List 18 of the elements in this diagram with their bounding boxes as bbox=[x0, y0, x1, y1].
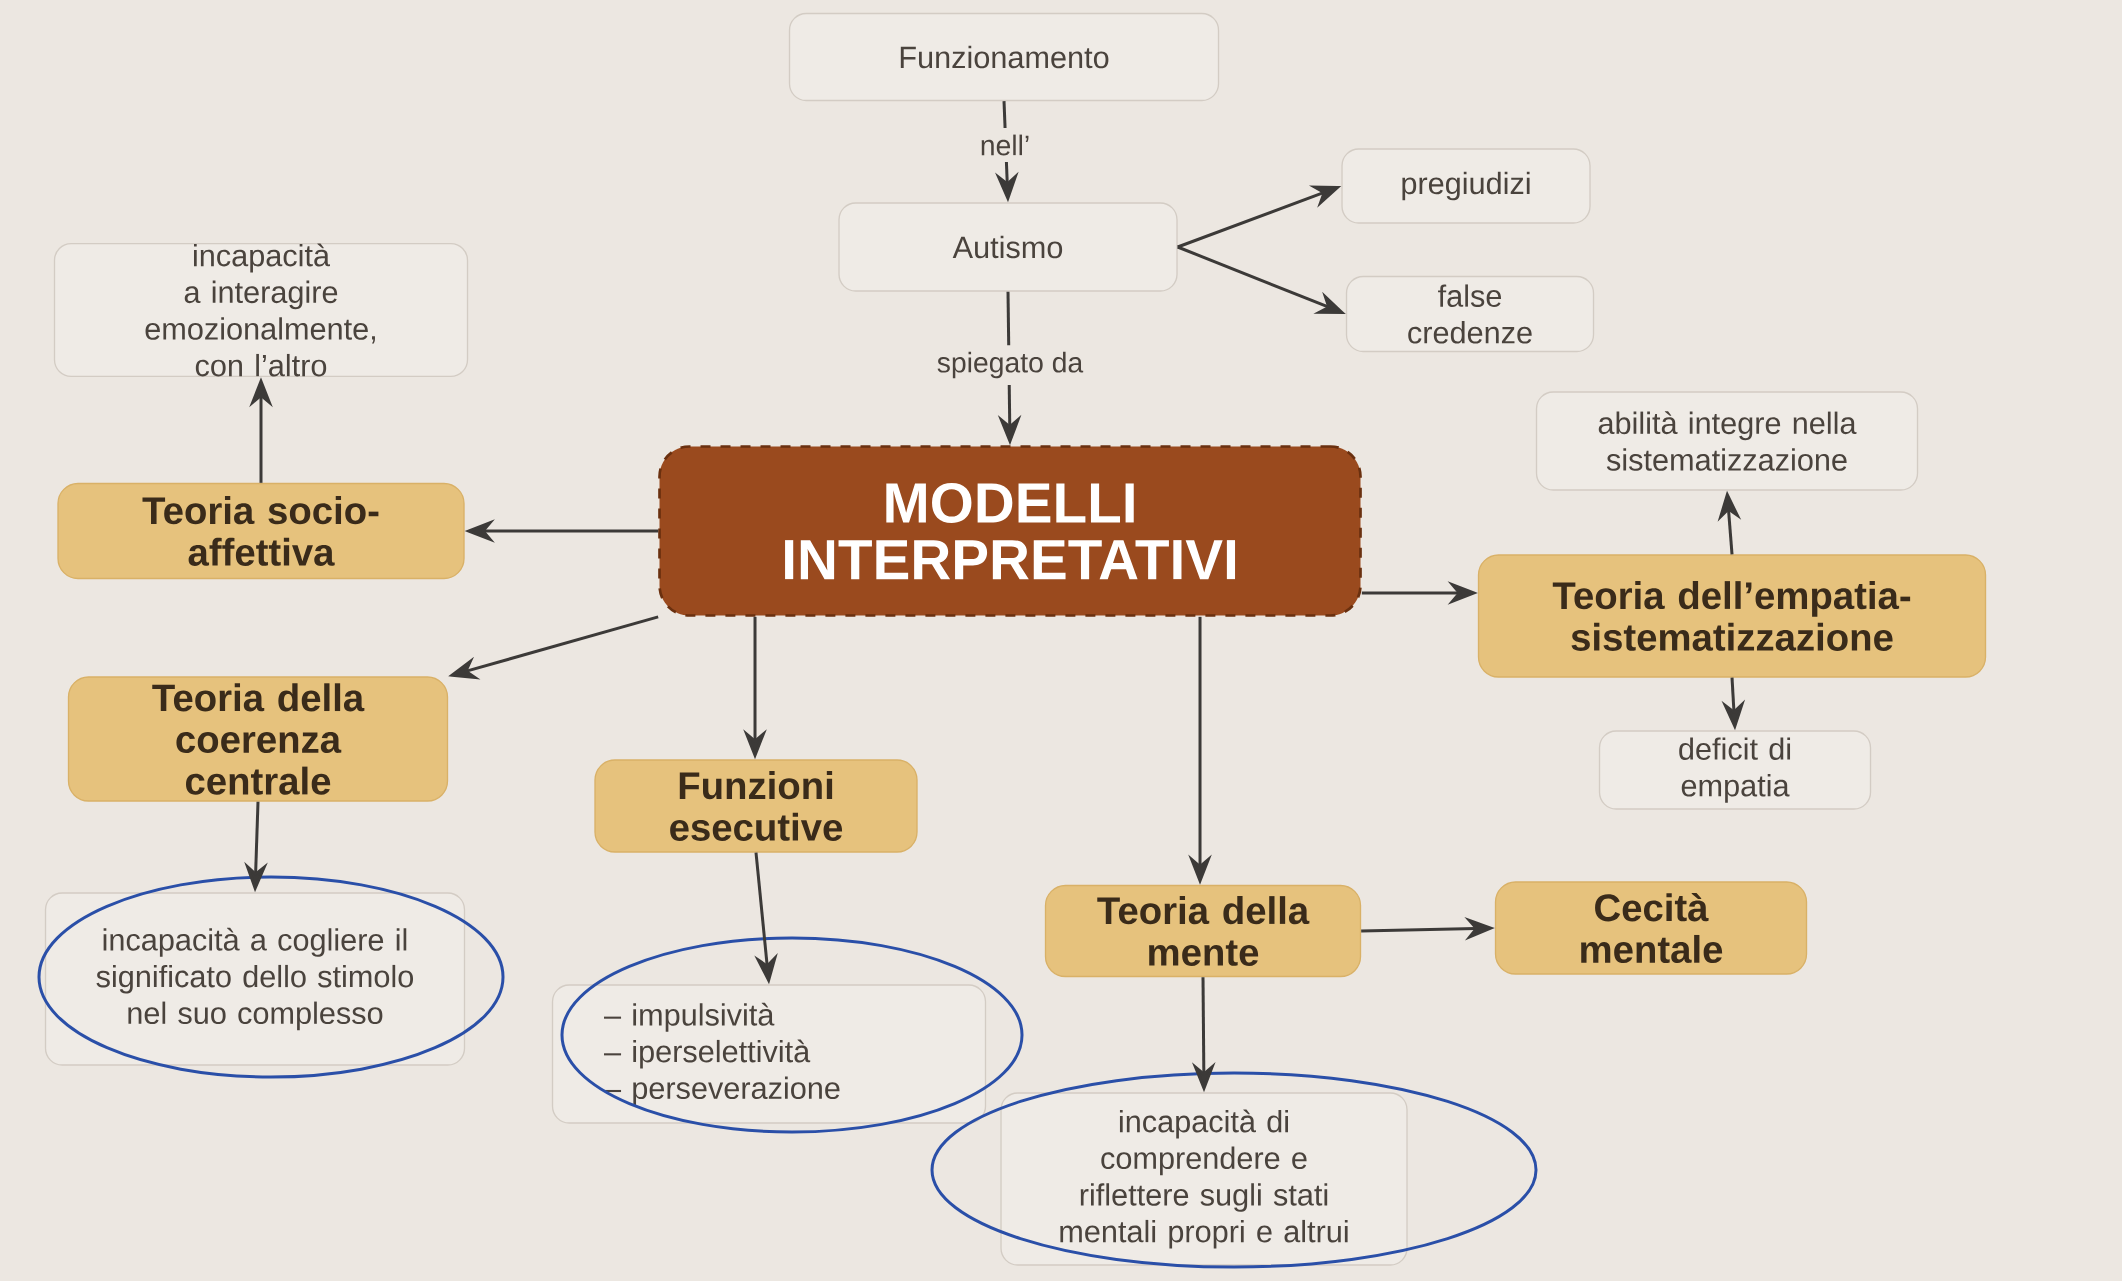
concept-box: Autismo bbox=[838, 202, 1178, 292]
central-box: MODELLI INTERPRETATIVI bbox=[658, 445, 1362, 617]
edge-label: spiegato da bbox=[930, 345, 1090, 385]
concept-box: false credenze bbox=[1345, 275, 1595, 353]
concept-box: abilità integre nella sistematizzazione bbox=[1535, 391, 1919, 491]
concept-box: incapacità a interagire emozionalmente, con l’altro bbox=[53, 242, 469, 378]
theory-box: Teoria dell’empatia-sistematizzazione bbox=[1477, 554, 1987, 678]
edge-label: nell’ bbox=[973, 127, 1037, 163]
concept-box: deficit di empatia bbox=[1598, 730, 1872, 810]
concept-box: incapacità a cogliere il significato dello stimolo nel suo complesso bbox=[44, 892, 466, 1066]
concept-box: Funzionamento bbox=[788, 12, 1220, 102]
theory-box: Teoria della mente bbox=[1044, 884, 1362, 978]
concept-box: pregiudizi bbox=[1341, 148, 1591, 224]
theory-box: Teoria socio-affettiva bbox=[57, 482, 465, 580]
theory-box: Teoria della coerenza centrale bbox=[67, 676, 449, 802]
theory-box: Funzioni esecutive bbox=[594, 759, 918, 853]
concept-box: incapacità di comprendere e riflettere sugli stati mentali propri e altrui bbox=[1000, 1092, 1408, 1266]
theory-box: Cecità mentale bbox=[1494, 881, 1808, 975]
